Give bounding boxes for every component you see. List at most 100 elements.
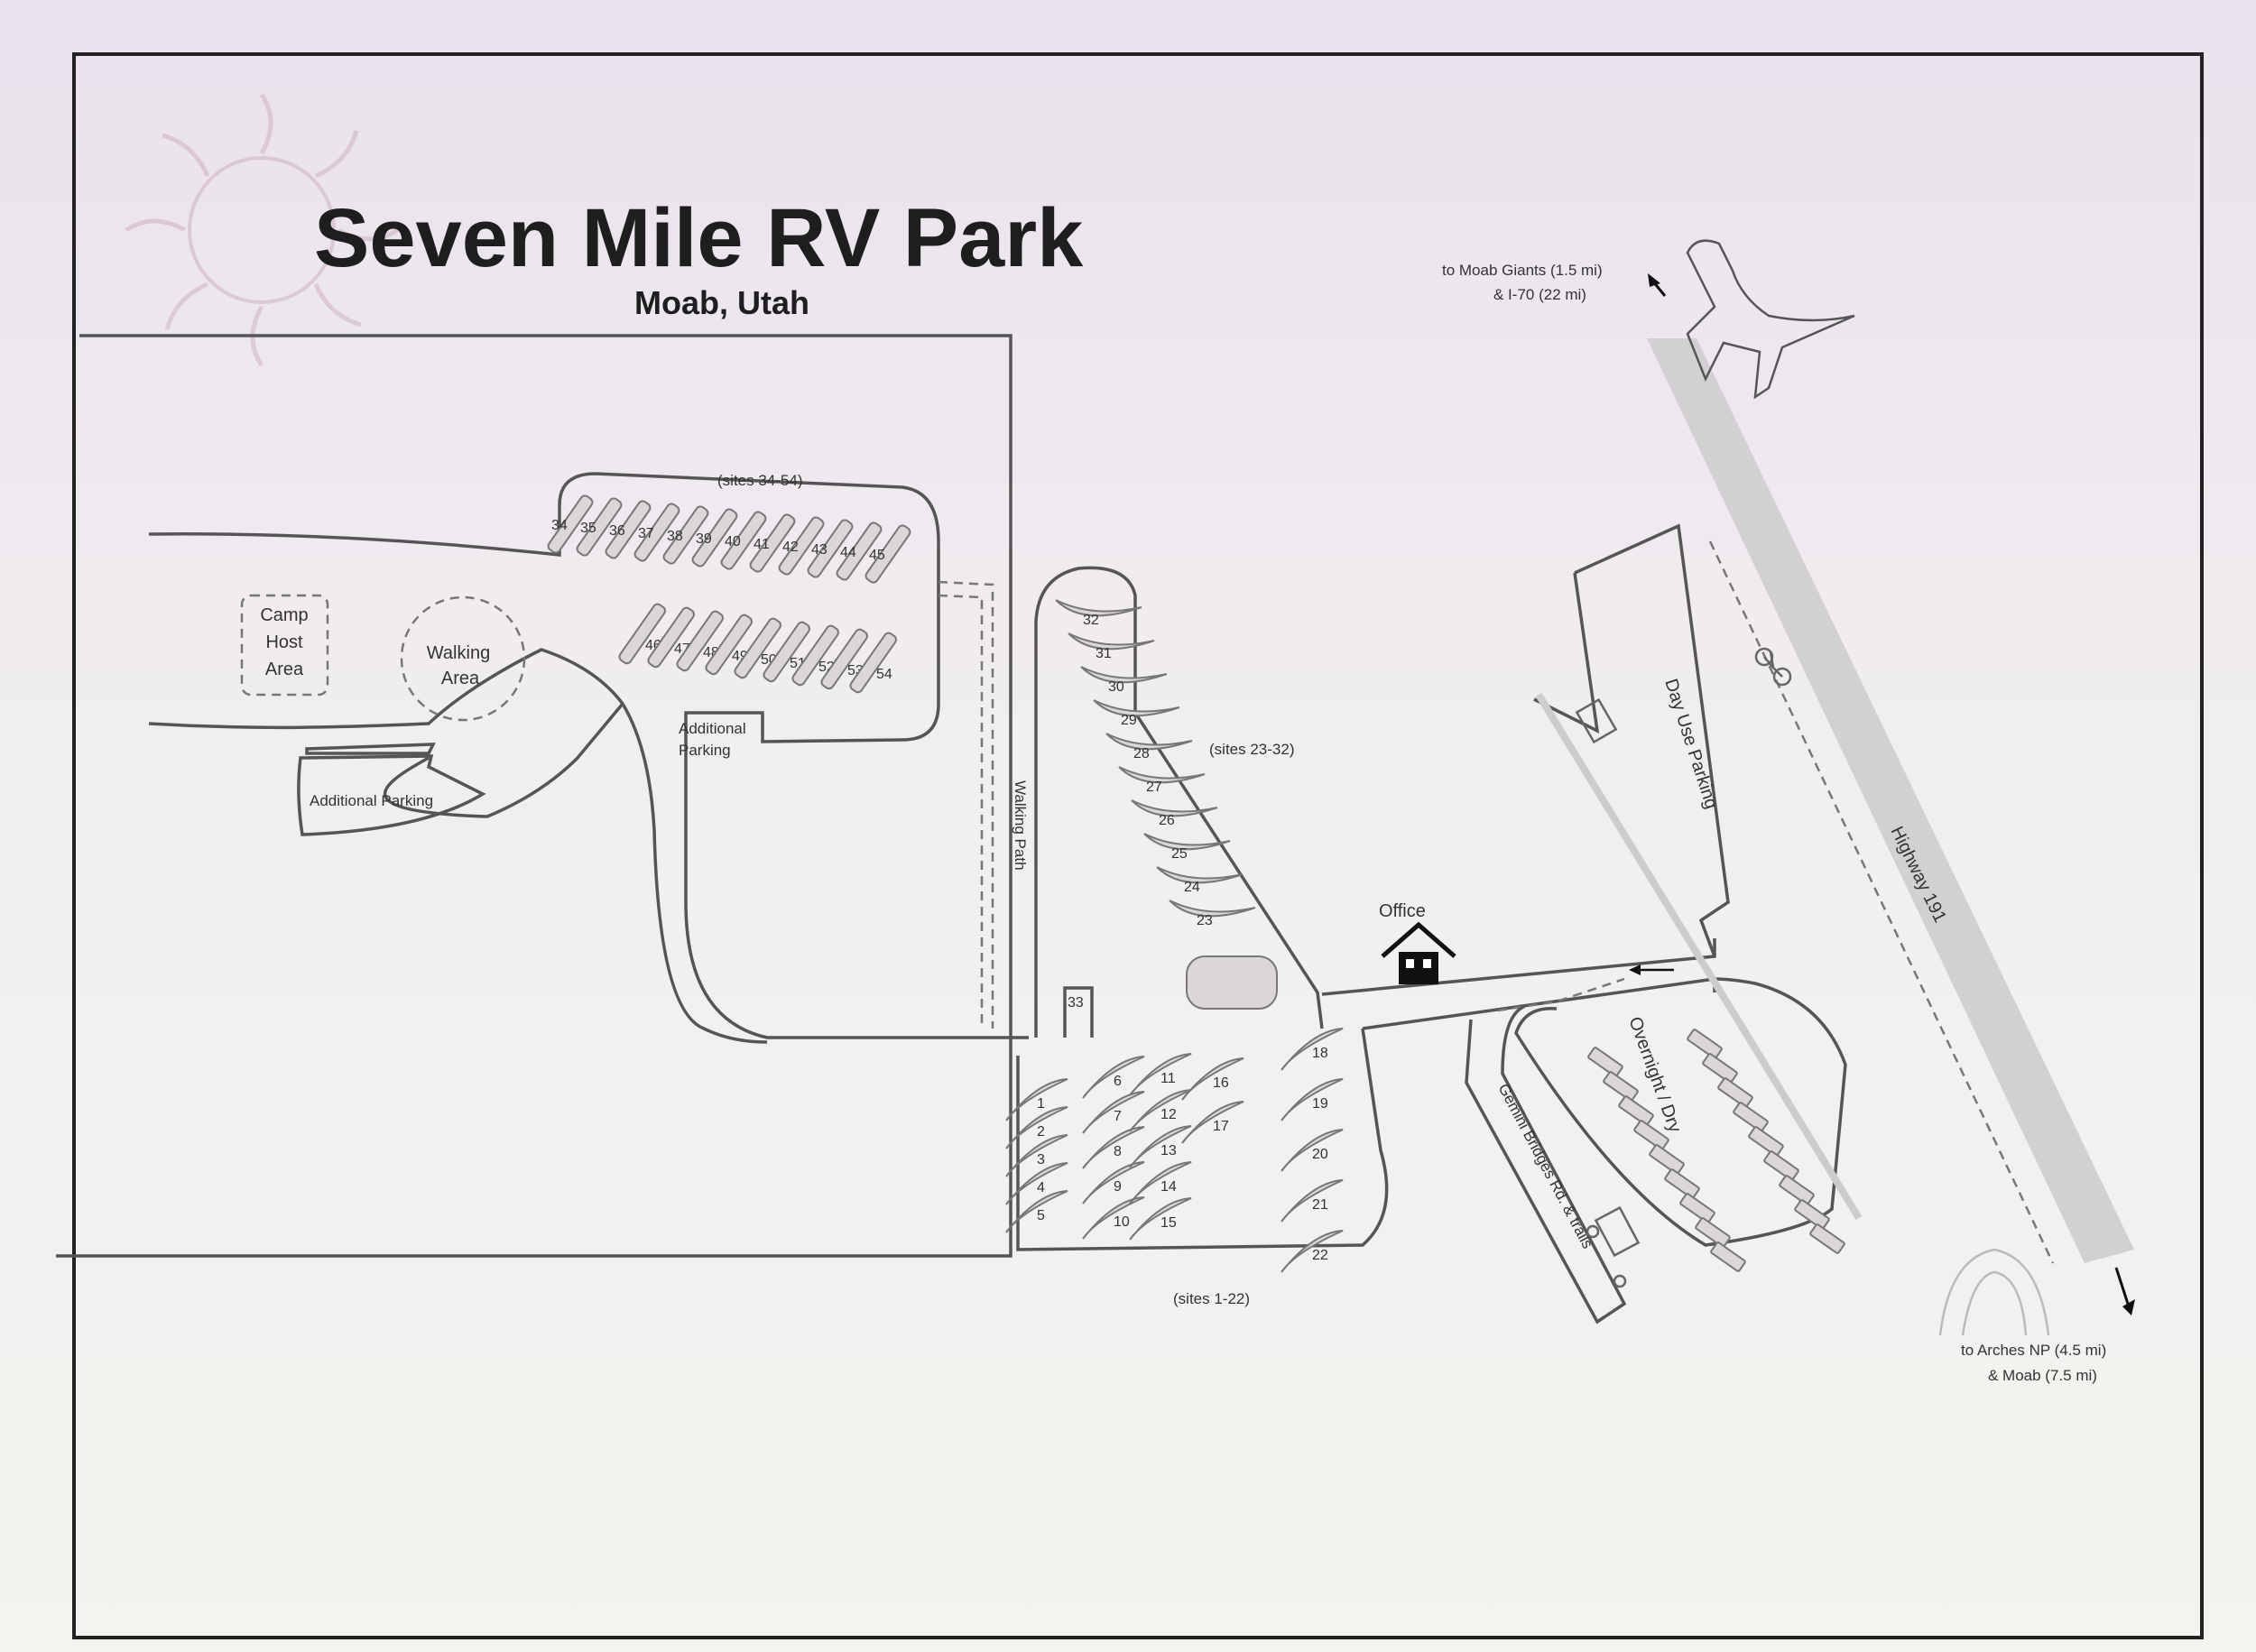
site-12-label: 12: [1160, 1107, 1177, 1122]
site-slot-48: [676, 610, 724, 672]
site-45-label: 45: [869, 548, 885, 563]
site-20-label: 20: [1312, 1147, 1328, 1162]
overnight-slot: [1618, 1095, 1654, 1126]
overnight-slot: [1794, 1199, 1830, 1230]
site-38-label: 38: [667, 529, 683, 544]
sites-34-54-label: (sites 34-54): [717, 472, 802, 489]
west-road: [148, 472, 1029, 1039]
site-34-label: 34: [551, 518, 568, 533]
site-slot-8: [1082, 1126, 1145, 1169]
site-slot-16: [1181, 1057, 1244, 1101]
site-slot-40: [720, 511, 767, 570]
site-slot-18: [1281, 1028, 1344, 1071]
site-slot-4: [1005, 1162, 1068, 1205]
site-3-label: 3: [1037, 1152, 1045, 1167]
highway-191-road: [1647, 338, 2134, 1263]
bicycle-icon: [1754, 647, 1792, 687]
additional-parking-left-label: Additional Parking: [310, 792, 433, 809]
site-slot-47: [647, 606, 695, 669]
site-44-label: 44: [840, 545, 856, 560]
site-slot-23: [1169, 900, 1256, 918]
site-22-label: 22: [1312, 1248, 1328, 1263]
overnight-slot: [1679, 1193, 1715, 1223]
overnight-slot: [1733, 1102, 1769, 1132]
site-29-label: 29: [1121, 713, 1137, 728]
site-11-label: 11: [1160, 1071, 1176, 1086]
site-slot-9: [1082, 1161, 1145, 1204]
site-slot-25: [1143, 833, 1231, 851]
site-lot-1-22: [1016, 1028, 1389, 1251]
site-slot-13: [1129, 1125, 1192, 1168]
overnight-slot: [1695, 1217, 1731, 1248]
site-slot-28: [1105, 733, 1193, 751]
site-slot-26: [1131, 799, 1218, 817]
day-use-parking-label: Day Use Parking: [1660, 677, 1721, 812]
overnight-slot: [1710, 1241, 1746, 1272]
sites-23-32-label: (sites 23-32): [1209, 741, 1294, 758]
site-26-label: 26: [1159, 813, 1175, 828]
site-slot-30: [1080, 666, 1168, 684]
site-slot-36: [605, 500, 652, 559]
site-slot-53: [820, 628, 868, 690]
camp-host-area: [240, 594, 329, 697]
walking-area-label-1: Walking: [427, 643, 490, 663]
site-slot-27: [1118, 766, 1206, 784]
site-7-label: 7: [1114, 1109, 1122, 1124]
site-41-label: 41: [754, 537, 770, 552]
site-slot-11: [1129, 1053, 1192, 1096]
site-43-label: 43: [811, 542, 828, 558]
overnight-slot: [1687, 1029, 1723, 1059]
additional-parking-left: [297, 754, 486, 836]
to-arches-label-2: & Moab (7.5 mi): [1988, 1367, 2097, 1384]
to-arches-label-1: to Arches NP (4.5 mi): [1961, 1342, 2106, 1359]
sun-logo-icon: [125, 93, 399, 367]
page-title: Seven Mile RV Park: [314, 192, 1084, 284]
site-slot-14: [1129, 1161, 1192, 1204]
site-slot-3: [1005, 1134, 1068, 1177]
overnight-slot: [1664, 1168, 1700, 1199]
site-33-slot: [1063, 986, 1094, 1038]
site-slot-39: [691, 508, 738, 568]
site-slot-31: [1068, 632, 1155, 651]
map-frame: [72, 52, 2204, 1639]
site-slot-20: [1281, 1129, 1344, 1172]
site-slot-32: [1055, 599, 1142, 617]
office-house-icon: [1381, 921, 1456, 984]
overnight-slot: [1779, 1175, 1815, 1205]
to-moab-giants-label-2: & I-70 (22 mi): [1493, 286, 1586, 303]
site-10-label: 10: [1114, 1214, 1130, 1230]
camp-host-label-3: Area: [265, 660, 304, 679]
additional-parking-left-outline: [305, 702, 624, 818]
west-road-lower: [148, 648, 768, 1044]
site-24-label: 24: [1184, 880, 1200, 895]
site-2-label: 2: [1037, 1124, 1045, 1140]
overnight-slots: [1587, 1029, 1845, 1272]
site-slot-34: [547, 494, 594, 554]
bike-path: [1708, 540, 2055, 1264]
overnight-slot: [1587, 1047, 1623, 1077]
site-slot-51: [763, 621, 810, 683]
site-slot-45: [864, 524, 911, 584]
site-slot-1: [1005, 1078, 1068, 1121]
main-road-south: [1362, 977, 1715, 1030]
site-slot-41: [749, 513, 796, 573]
site-slot-15: [1129, 1197, 1192, 1241]
site-slot-5: [1005, 1190, 1068, 1233]
office-label: Office: [1379, 901, 1426, 921]
site-slot-52: [791, 624, 839, 687]
site-39-label: 39: [696, 531, 712, 547]
site-slot-17: [1181, 1101, 1244, 1144]
site-54-label: 54: [876, 667, 892, 682]
site-1-label: 1: [1037, 1096, 1045, 1112]
overnight-slot: [1748, 1126, 1784, 1157]
site-14-label: 14: [1160, 1179, 1177, 1195]
site-31-label: 31: [1096, 646, 1112, 661]
site-30-label: 30: [1108, 679, 1124, 695]
site-35-label: 35: [580, 521, 596, 536]
walking-area: [400, 595, 526, 722]
overnight-slot: [1702, 1053, 1738, 1084]
site-slot-35: [576, 497, 623, 557]
site-slot-44: [836, 521, 883, 581]
site-slot-50: [734, 617, 781, 679]
